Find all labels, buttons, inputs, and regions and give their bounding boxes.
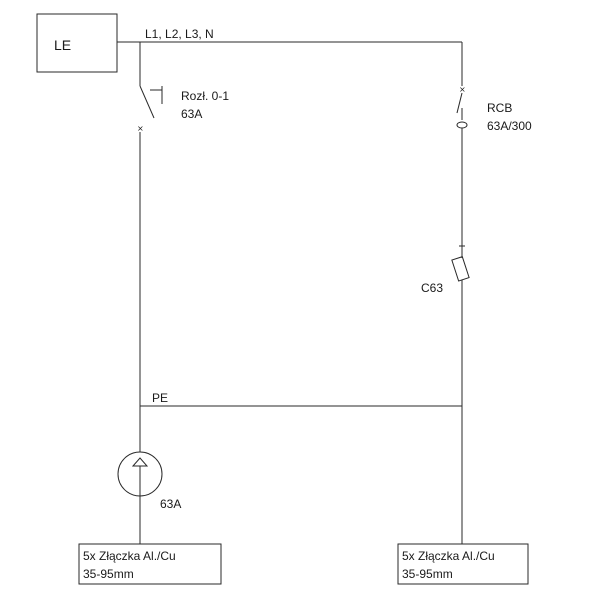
terminal-box-left bbox=[78, 543, 222, 585]
svg-text:×: × bbox=[459, 85, 466, 94]
terminal-box-right bbox=[397, 543, 529, 585]
terminal-left-line1: 5x Złączka Al./Cu bbox=[83, 549, 176, 563]
le-box bbox=[36, 13, 118, 73]
disconnect-switch-symbol: × bbox=[137, 85, 163, 133]
bus-label: L1, L2, L3, N bbox=[145, 27, 214, 41]
rcb-label-2: 63A/300 bbox=[487, 119, 532, 133]
pe-label: PE bbox=[152, 391, 168, 405]
terminal-right-line2: 35-95mm bbox=[402, 567, 453, 581]
svg-text:×: × bbox=[137, 124, 144, 133]
terminal-right-line1: 5x Złączka Al./Cu bbox=[402, 549, 495, 563]
le-label: LE bbox=[54, 37, 71, 53]
rcb-symbol: × bbox=[456, 85, 468, 134]
terminal-left-line2: 35-95mm bbox=[83, 567, 134, 581]
breaker-symbol bbox=[451, 245, 470, 292]
rcb-label-1: RCB bbox=[487, 101, 512, 115]
socket-label: 63A bbox=[160, 497, 181, 511]
breaker-label: C63 bbox=[421, 281, 443, 295]
switch-label-2: 63A bbox=[181, 107, 202, 121]
switch-label-1: Rozł. 0-1 bbox=[181, 89, 229, 103]
socket-symbol bbox=[117, 451, 163, 497]
